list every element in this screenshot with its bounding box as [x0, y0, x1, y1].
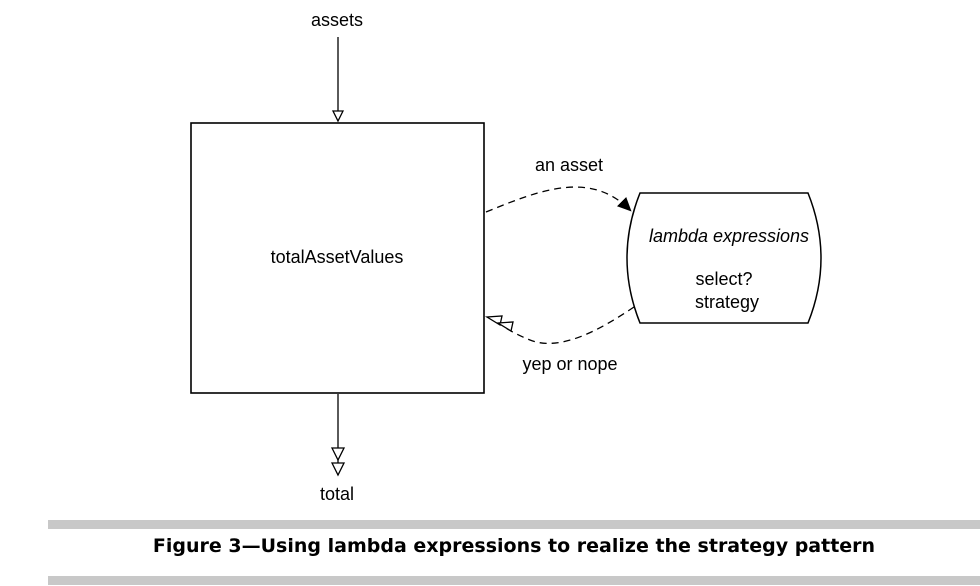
strategy-node-line1: select?: [695, 269, 752, 289]
process-box: [190, 122, 485, 394]
strategy-node-line2: strategy: [695, 292, 759, 312]
output-arrowhead-lower: [330, 462, 346, 477]
strategy-node-title: lambda expressions: [649, 226, 809, 246]
request-edge-label: an asset: [535, 155, 603, 175]
caption-rule-bottom: [48, 576, 980, 585]
response-dashed-arrow: [497, 306, 635, 345]
strategy-pattern-diagram: assets totalAssetValues total an asset l…: [190, 10, 822, 504]
process-box-label: totalAssetValues: [271, 247, 404, 267]
request-dashed-arrow: [485, 186, 630, 213]
output-arrowhead-upper: [330, 447, 346, 462]
output-label-total: total: [320, 484, 354, 504]
strategy-node: [626, 192, 822, 324]
response-edge-label: yep or nope: [522, 354, 617, 374]
caption-rule-top: [48, 520, 980, 529]
response-arrowhead-inner: [495, 321, 514, 333]
input-label-assets: assets: [311, 10, 363, 30]
figure-caption: Figure 3—Using lambda expressions to rea…: [152, 535, 876, 557]
